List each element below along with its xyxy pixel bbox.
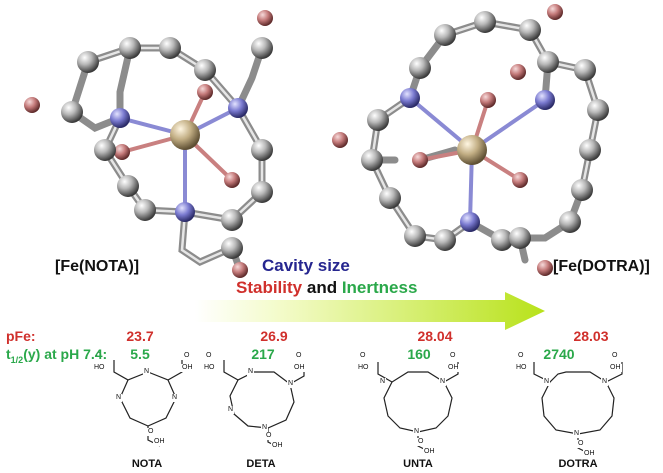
atom-label: HO (93, 364, 106, 372)
thalf-value-dotra: 2740 (543, 346, 575, 362)
atom-label: O (611, 352, 619, 360)
atom-label: O (295, 352, 303, 360)
atom-label: O (147, 428, 155, 436)
thalf-value-nota: 5.5 (130, 346, 150, 362)
atom-label: N (115, 394, 123, 402)
ligand-name-nota: NOTA (131, 458, 163, 470)
atom-label: OH (293, 364, 306, 372)
fe-nota-structure (24, 10, 273, 278)
atom-label: N (227, 406, 235, 414)
thalf-value-unta: 160 (407, 346, 431, 362)
atom-label: O (517, 352, 525, 360)
fe-dotra-structure (332, 4, 609, 276)
cavity-size-label: Cavity size (262, 256, 350, 275)
atom-label: OH (423, 448, 436, 456)
atom-label: O (417, 438, 425, 446)
atom-label: N (143, 368, 151, 376)
atom-label: O (577, 440, 585, 448)
atom-label: N (379, 378, 387, 386)
atom-label: N (573, 430, 581, 438)
atom-label: N (543, 378, 551, 386)
atom-label: N (247, 368, 255, 376)
atom-label: OH (271, 442, 284, 450)
atom-label: OH (609, 364, 622, 372)
ligand-name-deta: DETA (246, 458, 276, 470)
atom-label: O (95, 352, 103, 360)
atom-label: N (261, 424, 269, 432)
atom-label: HO (203, 364, 216, 372)
atom-label: O (449, 352, 457, 360)
atom-label: HO (357, 364, 370, 372)
atom-label: N (413, 428, 421, 436)
atom-label: OH (447, 364, 460, 372)
half-life-row-label: t1/2(y) at pH 7.4: (6, 346, 108, 365)
pfe-value-dotra: 28.03 (573, 328, 609, 344)
ligand-name-unta: UNTA (403, 458, 433, 470)
pfe-row-label: pFe: (6, 328, 36, 344)
atom-label: N (171, 394, 179, 402)
atom-label: O (265, 432, 273, 440)
ligand-name-dotra: DOTRA (558, 458, 598, 470)
atom-label: OH (583, 450, 596, 458)
stability-inertness-label: Stability and Inertness (236, 278, 417, 298)
pfe-value-unta: 28.04 (417, 328, 453, 344)
deta-structure (223, 360, 305, 449)
atom-label: N (439, 378, 447, 386)
atom-label: HO (515, 364, 528, 372)
pfe-value-nota: 23.7 (126, 328, 154, 344)
thalf-value-deta: 217 (251, 346, 275, 362)
atom-label: OH (153, 438, 166, 446)
stability-text: Stability (236, 278, 303, 297)
atom-label: N (601, 378, 609, 386)
and-text: and (306, 278, 338, 297)
atom-label: O (205, 352, 213, 360)
atom-label: OH (181, 364, 194, 372)
atom-label: O (359, 352, 367, 360)
atom-label: O (183, 352, 191, 360)
complex-label-left: [Fe(NOTA)] (55, 258, 140, 275)
inertness-text: Inertness (341, 278, 418, 297)
trend-arrow (195, 292, 545, 330)
complex-label-right: [Fe(DOTRA)] (553, 258, 650, 275)
atom-label: N (287, 380, 295, 388)
pfe-value-deta: 26.9 (260, 328, 288, 344)
